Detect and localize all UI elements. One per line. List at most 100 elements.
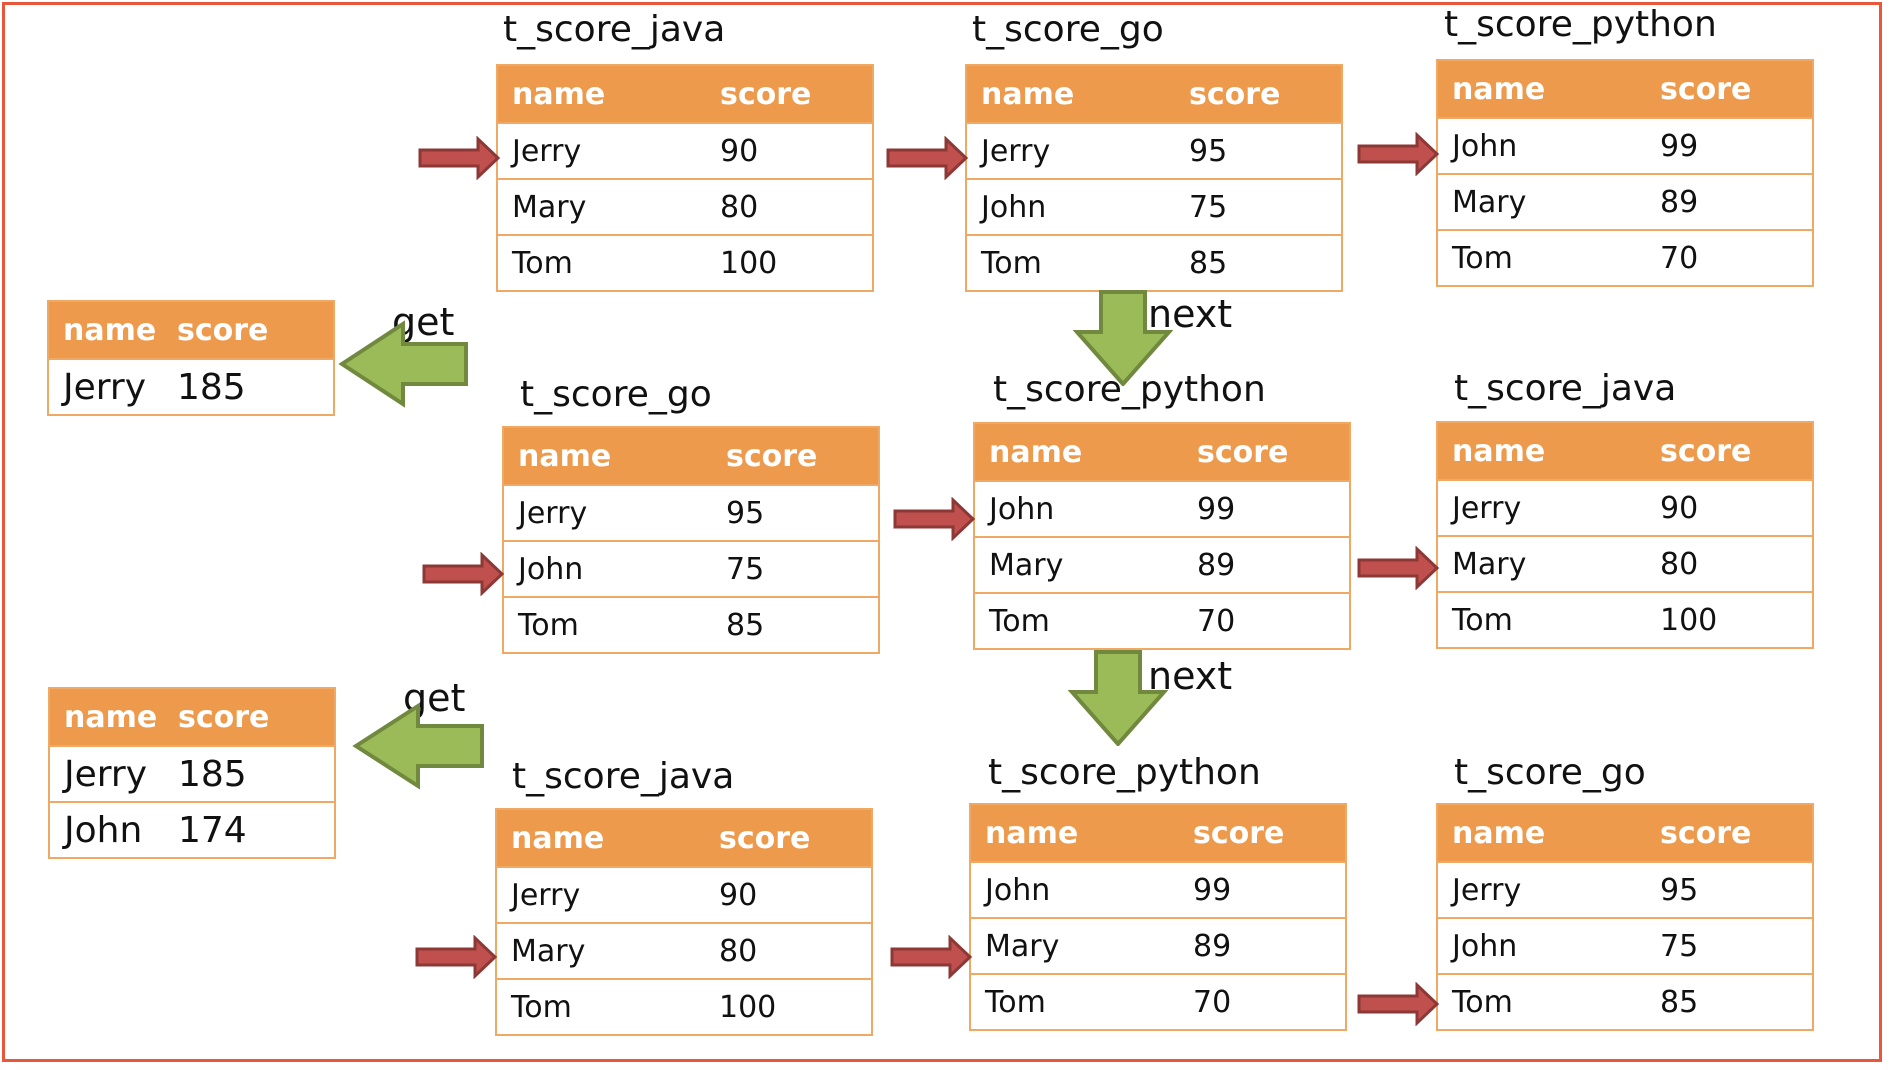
row-score: 90 [1660,490,1699,526]
col-header-score: score [1197,434,1289,470]
row-name: Tom [989,603,1050,639]
row-score: 80 [1660,546,1699,582]
row-score: 185 [177,366,246,408]
col-header-name: name [518,438,612,474]
col-header-name: name [1452,433,1546,469]
row-score: 90 [720,133,759,169]
row-name: Tom [1452,602,1513,638]
row-score: 89 [1193,928,1232,964]
table-title: t_score_java [512,756,735,797]
row-score: 80 [719,933,758,969]
row-pointer-icon [893,497,976,541]
row-score: 75 [1660,928,1699,964]
next-arrow-icon [1068,650,1168,746]
row-name: Tom [985,984,1046,1020]
row-name: John [518,551,584,587]
row-score: 95 [726,495,765,531]
row-name: John [981,189,1047,225]
col-header-score: score [1660,433,1752,469]
row-name: Jerry [512,133,582,169]
col-header-name: name [64,699,158,735]
row-score: 90 [719,877,758,913]
row-name: Tom [511,989,572,1025]
row-pointer-icon [418,136,501,180]
row-score: 95 [1189,133,1228,169]
row-name: Mary [511,933,586,969]
next-label: next [1148,292,1233,336]
row-score: 99 [1197,491,1236,527]
col-header-name: name [512,76,606,112]
row-score: 89 [1197,547,1236,583]
col-header-name: name [1452,815,1546,851]
col-header-score: score [720,76,812,112]
row-score: 70 [1193,984,1232,1020]
row-name: John [989,491,1055,527]
row-score: 89 [1660,184,1699,220]
col-header-score: score [1660,71,1752,107]
table-title: t_score_go [972,9,1164,50]
get-arrow-icon [352,702,484,790]
row-pointer-icon [890,935,973,979]
table-title: t_score_go [1454,752,1646,793]
col-header-score: score [177,312,269,348]
row-name: Tom [518,607,579,643]
row-name: John [64,809,143,851]
row-score: 99 [1193,872,1232,908]
row-pointer-icon [415,935,498,979]
row-name: Tom [981,245,1042,281]
row-pointer-icon [886,136,969,180]
row-score: 99 [1660,128,1699,164]
col-header-score: score [1189,76,1281,112]
row-pointer-icon [422,552,505,596]
get-arrow-icon [338,320,468,408]
row-score: 75 [726,551,765,587]
row-pointer-icon [1357,546,1440,590]
row-name: Jerry [63,366,147,408]
col-header-score: score [178,699,270,735]
row-score: 75 [1189,189,1228,225]
col-header-name: name [989,434,1083,470]
row-name: Jerry [511,877,581,913]
col-header-name: name [511,820,605,856]
row-name: Mary [512,189,587,225]
table-title: t_score_java [503,9,726,50]
row-score: 174 [178,809,247,851]
table-title: t_score_python [988,752,1261,793]
row-name: Tom [1452,984,1513,1020]
row-name: Tom [1452,240,1513,276]
row-pointer-icon [1357,982,1440,1026]
col-header-name: name [985,815,1079,851]
row-name: John [985,872,1051,908]
next-label: next [1148,654,1233,698]
col-header-name: name [981,76,1075,112]
row-name: Mary [1452,546,1527,582]
row-name: Jerry [64,753,148,795]
result-table-1: name score Jerry 185 [47,300,335,416]
col-header-score: score [726,438,818,474]
table-title: t_score_go [520,374,712,415]
col-header-score: score [1660,815,1752,851]
row-name: John [1452,128,1518,164]
row-name: Jerry [1452,490,1522,526]
col-header-name: name [1452,71,1546,107]
row-name: John [1452,928,1518,964]
table-title: t_score_java [1454,368,1677,409]
row-name: Tom [512,245,573,281]
row-score: 100 [720,245,778,281]
next-arrow-icon [1073,290,1173,386]
row-name: Jerry [1452,872,1522,908]
col-header-name: name [63,312,157,348]
row-name: Mary [989,547,1064,583]
table-title: t_score_python [1444,4,1717,45]
row-score: 85 [1660,984,1699,1020]
row-name: Jerry [518,495,588,531]
